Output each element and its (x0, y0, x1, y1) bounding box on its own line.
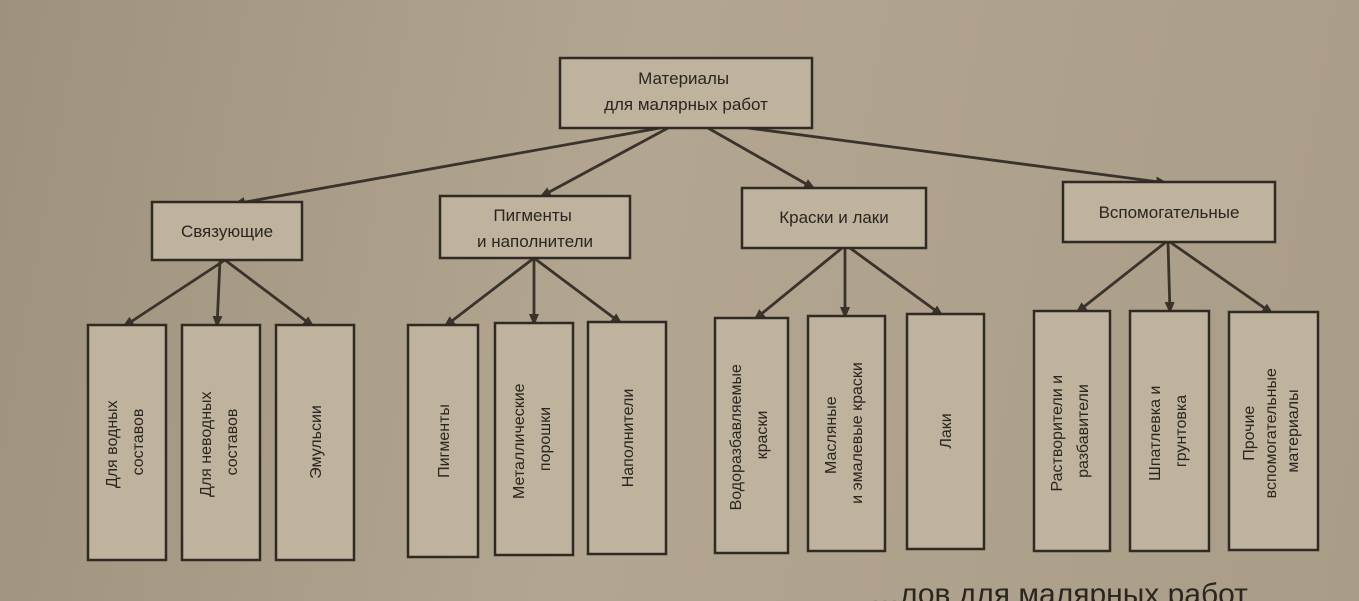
category-label-line: Вспомогательные (1099, 203, 1240, 222)
leaf-label-line: Металлические (511, 383, 528, 499)
root-box (558, 56, 814, 130)
leaf-label-line: Наполнители (620, 389, 637, 488)
leaf-label: Эмульсии (308, 405, 325, 479)
category-label-line: Пигменты (493, 206, 571, 225)
connector-arrow (1075, 240, 1167, 315)
category-box (438, 194, 632, 260)
leaf-label: Шпатлевка и грунтовка (1147, 381, 1190, 481)
leaf-node-solvents-thinners: Растворители и разбавители (1032, 309, 1112, 553)
leaf-label-line: вспомогательные (1263, 368, 1280, 498)
connector-arrow (539, 126, 669, 199)
leaf-box (713, 316, 790, 555)
leaf-node-water-thinnable-paints: Водоразбавляемые краски (713, 316, 790, 555)
leaf-node-water-compositions: Для водных составов (86, 323, 168, 562)
leaf-label-line: Масляные (823, 396, 840, 474)
leaf-label-line: составов (130, 409, 147, 476)
leaf-label: Лаки (938, 413, 955, 448)
connector-arrow (1169, 240, 1274, 316)
leaf-label-line: Эмульсии (308, 405, 325, 479)
leaf-label: Масляные и эмалевые краски (823, 362, 866, 504)
leaf-label: Для водных составов (104, 396, 147, 488)
leaf-box (493, 321, 575, 557)
leaf-label: Прочие вспомогательные материалы (1241, 364, 1302, 499)
leaf-node-emulsions: Эмульсии (274, 323, 356, 562)
category-label-line: и наполнители (477, 232, 593, 251)
leaf-label-line: и эмалевые краски (849, 362, 866, 504)
leaf-node-metal-powders: Металлические порошки (493, 321, 575, 557)
leaf-box (180, 323, 262, 562)
connector-arrow (753, 246, 843, 322)
category-label: Связующие (181, 222, 273, 241)
leaf-label-line: краски (754, 411, 771, 460)
leaf-box (86, 323, 168, 562)
edges-layer (122, 126, 1274, 329)
connector-arrow (707, 126, 816, 191)
connector-arrow (849, 246, 944, 318)
leaf-label-line: Для водных (104, 400, 121, 488)
leaf-box (586, 320, 668, 556)
leaf-label: Для неводных составов (198, 387, 241, 497)
leaf-node-pigments: Пигменты (406, 323, 480, 559)
leaf-label-line: Лаки (938, 413, 955, 448)
category-box (150, 200, 304, 262)
leaf-box (406, 323, 480, 559)
leaf-box (274, 323, 356, 562)
leaf-label-line: Шпатлевка и (1147, 386, 1164, 481)
root-node: Материалы для малярных работ (558, 56, 814, 130)
leaf-label-line: материалы (1285, 389, 1302, 472)
category-node-auxiliary: Вспомогательные (1061, 180, 1277, 244)
category-box (1061, 180, 1277, 244)
root-label-line: Материалы (638, 69, 729, 88)
leaf-node-putty-primer: Шпатлевка и грунтовка (1128, 309, 1211, 553)
leaf-box (905, 312, 986, 551)
category-label: Пигменты и наполнители (477, 206, 593, 251)
connector-arrow (533, 256, 623, 326)
category-node-pigments-fillers: Пигменты и наполнители (438, 194, 632, 260)
leaf-label-line: составов (224, 409, 241, 476)
leaf-label: Пигменты (436, 404, 453, 478)
leaf-label-line: разбавители (1075, 384, 1092, 478)
root-label: Материалы для малярных работ (604, 69, 768, 114)
leaf-label: Наполнители (620, 389, 637, 488)
leaf-label: Водоразбавляемые краски (728, 360, 771, 511)
category-node-paints-lacquers: Краски и лаки (740, 186, 928, 250)
leaf-label: Растворители и разбавители (1049, 370, 1092, 491)
leaf-label-line: порошки (537, 407, 554, 471)
category-node-binders: Связующие (150, 200, 304, 262)
connector-arrow (443, 256, 535, 329)
leaf-label-line: Водоразбавляемые (728, 364, 745, 510)
category-label: Вспомогательные (1099, 203, 1240, 222)
leaf-label: Металлические порошки (511, 379, 554, 499)
category-label: Краски и лаки (779, 208, 889, 227)
connector-arrow (122, 258, 226, 329)
connector-arrow (224, 258, 315, 329)
leaf-box (1032, 309, 1112, 553)
cropped-caption-fragment: …лов для малярных работ (870, 580, 1248, 601)
leaf-box (1227, 310, 1320, 552)
leaf-label-line: Пигменты (436, 404, 453, 478)
connector-arrow (233, 126, 661, 207)
category-label-line: Связующие (181, 222, 273, 241)
leaf-label-line: Прочие (1241, 406, 1258, 461)
connector-arrow (1164, 241, 1175, 314)
leaf-node-oil-enamel-paints: Масляные и эмалевые краски (806, 314, 887, 553)
connector-arrow (212, 259, 223, 328)
leaf-label-line: Растворители и (1049, 375, 1066, 492)
leaf-node-other-auxiliary: Прочие вспомогательные материалы (1227, 310, 1320, 552)
leaf-label-line: грунтовка (1173, 395, 1190, 467)
category-label-line: Краски и лаки (779, 208, 889, 227)
leaf-box (806, 314, 887, 553)
connector-arrow (747, 126, 1168, 187)
leaf-box (1128, 309, 1211, 553)
leaf-node-nonwater-compositions: Для неводных составов (180, 323, 262, 562)
root-label-line: для малярных работ (604, 95, 768, 114)
leaf-node-lacquers: Лаки (905, 312, 986, 551)
leaf-label-line: Для неводных (198, 391, 215, 497)
leaf-node-fillers: Наполнители (586, 320, 668, 556)
category-box (740, 186, 928, 250)
